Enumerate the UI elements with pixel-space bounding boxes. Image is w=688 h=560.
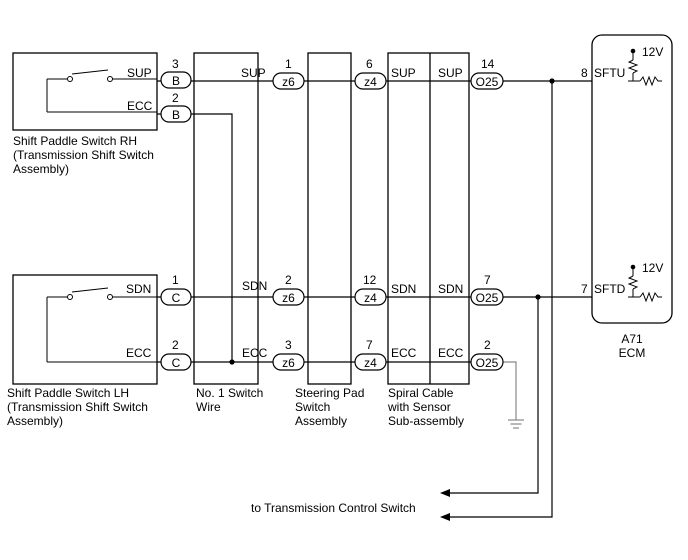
pin-number: 3 bbox=[172, 57, 179, 71]
svg-text:12V: 12V bbox=[642, 45, 663, 59]
connector-z6-ecc: z6 bbox=[272, 353, 305, 371]
spiral-cable-box bbox=[387, 52, 470, 385]
svg-text:Wire: Wire bbox=[196, 400, 221, 414]
svg-text:Assembly: Assembly bbox=[295, 414, 347, 428]
signal-label: ECC bbox=[127, 99, 153, 113]
connector-z6-sup: z6 bbox=[272, 72, 305, 90]
arrow-left-icon bbox=[440, 513, 450, 521]
connector-o25-sup: O25 bbox=[470, 72, 504, 90]
steering-pad-box bbox=[307, 52, 352, 385]
pin-number: 7 bbox=[581, 282, 588, 296]
svg-text:(Transmission Shift Switch: (Transmission Shift Switch bbox=[7, 400, 148, 414]
ground-icon bbox=[508, 419, 524, 429]
svg-text:Steering Pad: Steering Pad bbox=[295, 386, 364, 400]
switch-wire-box bbox=[193, 52, 259, 385]
svg-text:z4: z4 bbox=[364, 291, 377, 305]
svg-text:C: C bbox=[172, 291, 181, 305]
lh-switch-contacts bbox=[46, 287, 157, 363]
svg-text:z4: z4 bbox=[364, 75, 377, 89]
connector-o25-ecc: O25 bbox=[470, 353, 504, 371]
signal-label: ECC bbox=[391, 346, 417, 360]
svg-text:A71: A71 bbox=[621, 332, 643, 346]
connector-c-sdn: C bbox=[160, 288, 192, 306]
signal-label: SDN bbox=[391, 282, 416, 296]
connector-z4-sup: z4 bbox=[354, 72, 387, 90]
svg-text:Assembly): Assembly) bbox=[7, 414, 63, 428]
svg-text:Shift Paddle Switch LH: Shift Paddle Switch LH bbox=[7, 386, 129, 400]
pin-number: 6 bbox=[366, 57, 373, 71]
svg-text:SFTD: SFTD bbox=[594, 282, 626, 296]
connector-c-ecc: C bbox=[160, 353, 192, 371]
svg-text:z4: z4 bbox=[364, 356, 377, 370]
rh-switch-caption: Shift Paddle Switch RH (Transmission Shi… bbox=[13, 134, 154, 176]
ecm-caption: A71 ECM bbox=[619, 332, 646, 360]
connector-b-ecc: B bbox=[160, 105, 192, 123]
svg-text:SFTU: SFTU bbox=[594, 66, 625, 80]
arrow-left-icon bbox=[440, 489, 450, 497]
svg-text:Assembly): Assembly) bbox=[13, 162, 69, 176]
svg-text:z6: z6 bbox=[282, 356, 295, 370]
rh-switch-contacts bbox=[46, 69, 157, 113]
svg-text:B: B bbox=[172, 108, 180, 122]
svg-text:O25: O25 bbox=[476, 291, 499, 305]
ecm-box bbox=[591, 34, 673, 324]
signal-label: ECC bbox=[126, 346, 152, 360]
svg-text:Switch: Switch bbox=[295, 400, 330, 414]
pin-number: 8 bbox=[581, 66, 588, 80]
lh-switch-caption: Shift Paddle Switch LH (Transmission Shi… bbox=[7, 386, 148, 428]
rh-switch-box bbox=[12, 52, 158, 131]
connector-b-sup: B bbox=[160, 71, 192, 89]
connector-o25-sdn: O25 bbox=[470, 288, 504, 306]
signal-label: SDN bbox=[242, 279, 267, 293]
svg-text:ECM: ECM bbox=[619, 346, 646, 360]
svg-text:B: B bbox=[172, 74, 180, 88]
svg-text:Spiral Cable: Spiral Cable bbox=[388, 386, 454, 400]
svg-text:(Transmission Shift Switch: (Transmission Shift Switch bbox=[13, 148, 154, 162]
svg-text:Shift Paddle Switch RH: Shift Paddle Switch RH bbox=[13, 134, 137, 148]
connector-z4-sdn: z4 bbox=[354, 288, 387, 306]
signal-label: SUP bbox=[438, 66, 463, 80]
pin-number: 1 bbox=[285, 57, 292, 71]
junction-dot bbox=[535, 294, 541, 300]
svg-text:No. 1 Switch: No. 1 Switch bbox=[196, 386, 263, 400]
spiral-cable-caption: Spiral Cable with Sensor Sub-assembly bbox=[387, 386, 464, 428]
pin-number: 7 bbox=[484, 273, 491, 287]
steering-pad-caption: Steering Pad Switch Assembly bbox=[295, 386, 364, 428]
to-transmission-note: to Transmission Control Switch bbox=[251, 501, 416, 515]
svg-text:C: C bbox=[172, 356, 181, 370]
pin-number: 2 bbox=[172, 338, 179, 352]
lh-switch-box bbox=[12, 274, 158, 385]
junction-dot bbox=[229, 359, 235, 365]
pin-number: 2 bbox=[172, 91, 179, 105]
signal-label: SUP bbox=[127, 66, 152, 80]
pin-number: 2 bbox=[285, 273, 292, 287]
ecm-sftu-circuit: SFTU 12V bbox=[594, 45, 663, 87]
connector-z4-ecc: z4 bbox=[354, 353, 387, 371]
pin-number: 1 bbox=[172, 273, 179, 287]
svg-text:z6: z6 bbox=[282, 291, 295, 305]
signal-label: ECC bbox=[438, 346, 464, 360]
pin-number: 2 bbox=[484, 338, 491, 352]
pin-number: 12 bbox=[363, 273, 377, 287]
svg-text:O25: O25 bbox=[476, 75, 499, 89]
pin-number: 7 bbox=[366, 338, 373, 352]
svg-text:z6: z6 bbox=[282, 75, 295, 89]
svg-text:12V: 12V bbox=[642, 261, 663, 275]
svg-text:O25: O25 bbox=[476, 356, 499, 370]
signal-label: SDN bbox=[126, 282, 151, 296]
signal-label: SUP bbox=[241, 66, 266, 80]
signal-label: SUP bbox=[391, 66, 416, 80]
ecm-sftd-circuit: SFTD 12V bbox=[594, 261, 663, 303]
pin-number: 3 bbox=[285, 338, 292, 352]
connector-z6-sdn: z6 bbox=[272, 288, 305, 306]
svg-text:with Sensor: with Sensor bbox=[387, 400, 451, 414]
pin-number: 14 bbox=[481, 57, 495, 71]
svg-text:Sub-assembly: Sub-assembly bbox=[388, 414, 464, 428]
switch-wire-caption: No. 1 Switch Wire bbox=[196, 386, 263, 414]
junction-dot bbox=[549, 78, 555, 84]
signal-label: SDN bbox=[438, 282, 463, 296]
signal-label: ECC bbox=[242, 346, 268, 360]
